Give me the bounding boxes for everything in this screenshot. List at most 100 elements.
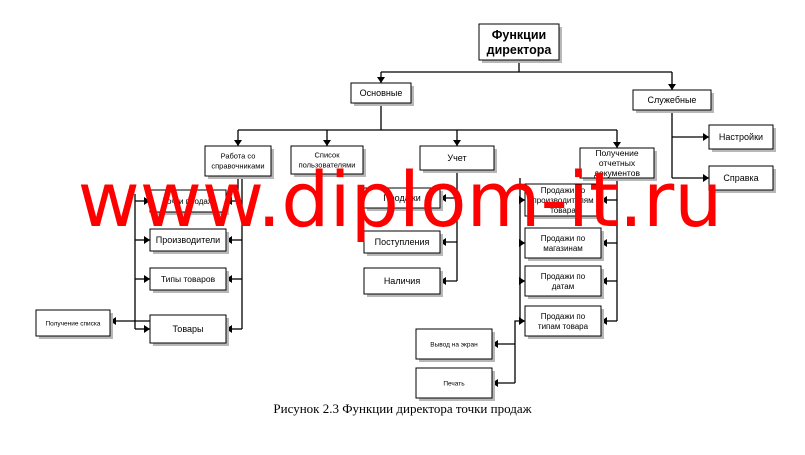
node-label: Учет [447, 153, 466, 163]
node-getlist: Получение списка [35, 309, 113, 339]
figure-caption: Рисунок 2.3 Функции директора точки прод… [273, 401, 532, 416]
node-stock: Наличия [363, 267, 443, 297]
arrowhead [703, 133, 709, 141]
node-label: Продажи по [541, 312, 586, 321]
arrowhead [377, 77, 385, 83]
node-box [363, 267, 441, 295]
node-label: Точки продаж [163, 197, 214, 206]
node-box [419, 145, 495, 171]
node-box [632, 89, 712, 111]
node-label: магазинам [543, 244, 583, 253]
node-screen: Вывод на экран [415, 328, 495, 362]
arrowhead [668, 84, 676, 90]
node-goods: Товары [149, 314, 229, 346]
node-label: Производители [156, 235, 220, 245]
node-receipts: Поступления [363, 230, 443, 256]
arrowhead [519, 317, 525, 325]
node-box [363, 230, 441, 254]
node-box [579, 147, 655, 179]
node-service: Служебные [632, 89, 714, 113]
node-box [363, 187, 441, 209]
node-box [524, 227, 602, 259]
watermark-text: www.diplom-it.ru [78, 155, 723, 244]
node-box [524, 183, 602, 217]
connector-line [514, 320, 520, 383]
node-label: товара [550, 206, 576, 215]
node-label: Основные [360, 88, 403, 98]
node-label: Продажи по [541, 186, 586, 195]
node-points: Точки продаж [149, 189, 229, 215]
node-label: директора [487, 43, 553, 57]
node-label: Вывод на экран [430, 341, 478, 348]
node-label: Продажи [383, 193, 421, 203]
node-box [415, 328, 493, 360]
node-label: Продажи по [541, 272, 586, 281]
arrowhead [519, 239, 525, 247]
node-box [290, 145, 364, 175]
node-box [149, 314, 227, 344]
arrowhead [144, 275, 150, 283]
node-label: пользователями [299, 161, 356, 170]
arrowhead [144, 325, 150, 333]
node-label: документов [594, 168, 640, 178]
node-label: Поступления [375, 237, 430, 247]
node-box [708, 165, 774, 191]
node-print: Печать [415, 367, 495, 401]
node-box [149, 228, 227, 252]
node-label: Наличия [384, 276, 421, 286]
node-account: Учет [419, 145, 497, 173]
arrowhead [323, 140, 331, 146]
node-box [524, 265, 602, 297]
node-box [149, 267, 227, 291]
arrowhead [703, 174, 709, 182]
node-label: Список [315, 151, 341, 160]
node-types: Типы товаров [149, 267, 229, 293]
node-label: Печать [443, 380, 465, 387]
node-box [415, 367, 493, 399]
node-label: Получение [595, 148, 638, 158]
arrowhead [519, 277, 525, 285]
node-label: Настройки [719, 132, 763, 142]
arrowhead [453, 140, 461, 146]
node-box [350, 82, 412, 104]
node-label: Типы товаров [161, 274, 216, 284]
node-box [204, 145, 272, 177]
node-box [708, 124, 774, 150]
arrowhead [613, 142, 621, 148]
node-label: Служебные [648, 95, 697, 105]
node-label: Работа со [221, 152, 256, 161]
node-label: справочниками [211, 162, 264, 171]
node-settings: Настройки [708, 124, 776, 152]
node-label: производителям [532, 196, 593, 205]
arrowhead [234, 140, 242, 146]
node-box [149, 189, 227, 213]
node-label: Справка [723, 173, 758, 183]
node-box [478, 23, 560, 61]
node-main: Основные [350, 82, 414, 106]
node-sales: Продажи [363, 187, 443, 211]
node-label: типам товара [538, 322, 589, 331]
arrowhead [144, 197, 150, 205]
arrowhead [144, 236, 150, 244]
node-label: Продажи по [541, 234, 586, 243]
node-label: Получение списка [45, 320, 100, 327]
node-help: Справка [708, 165, 776, 193]
node-label: отчетных [599, 158, 636, 168]
node-label: датам [552, 282, 574, 291]
nodes: ФункциидиректораОсновныеСлужебныеНастрой… [35, 23, 776, 401]
node-box [524, 305, 602, 337]
node-label: Товары [173, 324, 204, 334]
node-box [35, 309, 111, 337]
arrowhead [519, 196, 525, 204]
node-label: Функции [492, 28, 546, 42]
node-producers: Производители [149, 228, 229, 254]
